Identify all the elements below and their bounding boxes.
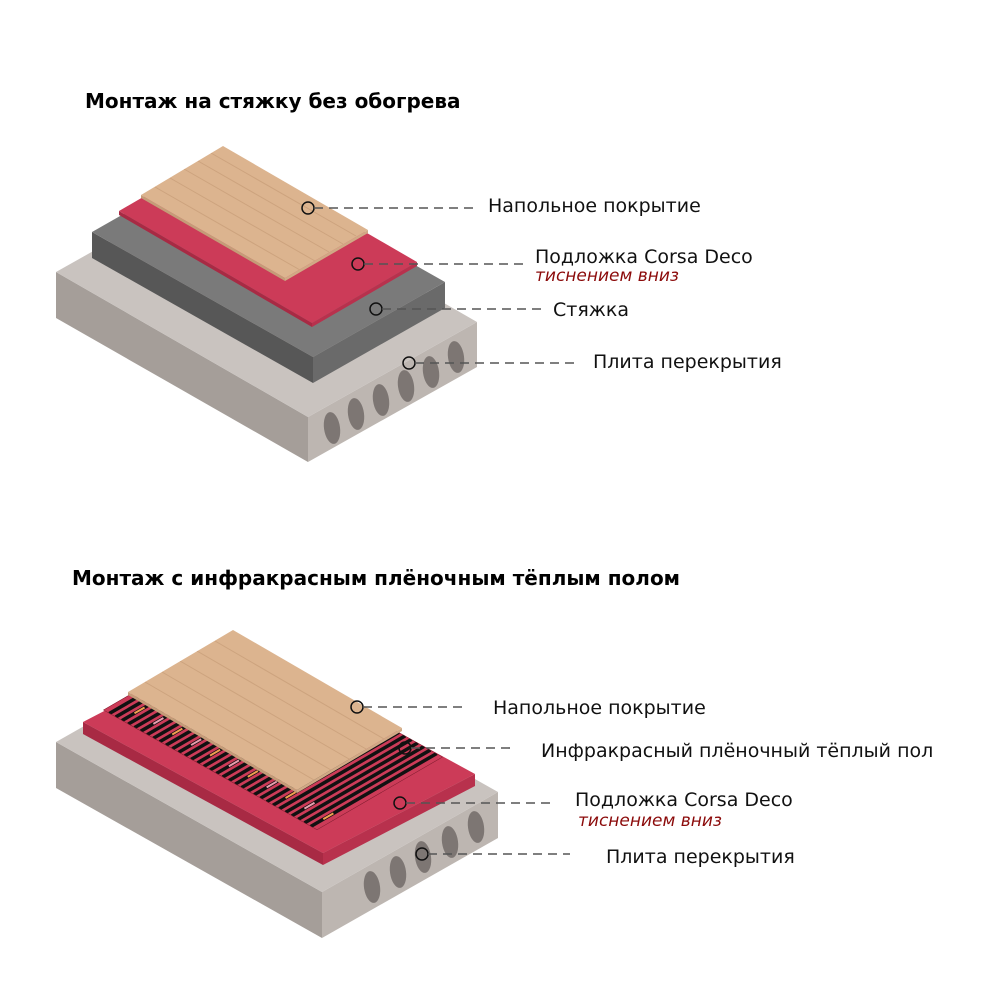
- slab-holes: [323, 341, 465, 444]
- callouts-top: Напольное покрытие Подложка Corsa Deco т…: [301, 195, 782, 373]
- heating-strip: [278, 734, 407, 811]
- heating-strip-accent: [228, 759, 240, 768]
- heating-strip-accent: [285, 791, 297, 799]
- heating-strip-accent: [152, 717, 164, 725]
- heating-strip-accent: [133, 706, 146, 715]
- heating-strip-accent: [322, 812, 334, 821]
- heating-strip: [284, 737, 413, 814]
- label-floor-covering: Напольное покрытие: [493, 697, 706, 719]
- heating-strip: [303, 748, 432, 825]
- label-slab: Плита перекрытия: [593, 351, 782, 373]
- label-underlay-note: тиснением вниз: [578, 811, 722, 831]
- label-infrared-film: Инфракрасный плёночный тёплый пол: [541, 740, 933, 762]
- label-screed: Стяжка: [553, 299, 629, 321]
- heating-strip: [297, 744, 425, 821]
- slab-holes: [363, 811, 485, 903]
- heating-strip-accent: [171, 727, 183, 736]
- label-slab: Плита перекрытия: [606, 846, 795, 868]
- heating-strip-accent: [190, 738, 202, 746]
- heating-strip-accent: [303, 801, 316, 810]
- label-underlay: Подложка Corsa Deco: [535, 246, 753, 268]
- callouts-bottom: Напольное покрытие Инфракрасный плёночны…: [350, 697, 933, 868]
- floor-layers-top: [56, 146, 477, 462]
- heating-strip-accent: [247, 770, 259, 778]
- heating-strip-accent: [266, 780, 278, 789]
- title-bottom: Монтаж с инфракрасным плёночным тёплым п…: [72, 566, 680, 590]
- label-floor-covering: Напольное покрытие: [488, 195, 701, 217]
- floor-covering: [141, 146, 368, 281]
- label-underlay: Подложка Corsa Deco: [575, 789, 793, 811]
- label-underlay-note: тиснением вниз: [535, 266, 679, 286]
- floor-covering: [128, 630, 402, 793]
- title-top: Монтаж на стяжку без обогрева: [85, 89, 461, 113]
- heating-strip-accent: [209, 748, 221, 757]
- floor-layers-bottom: [56, 630, 498, 938]
